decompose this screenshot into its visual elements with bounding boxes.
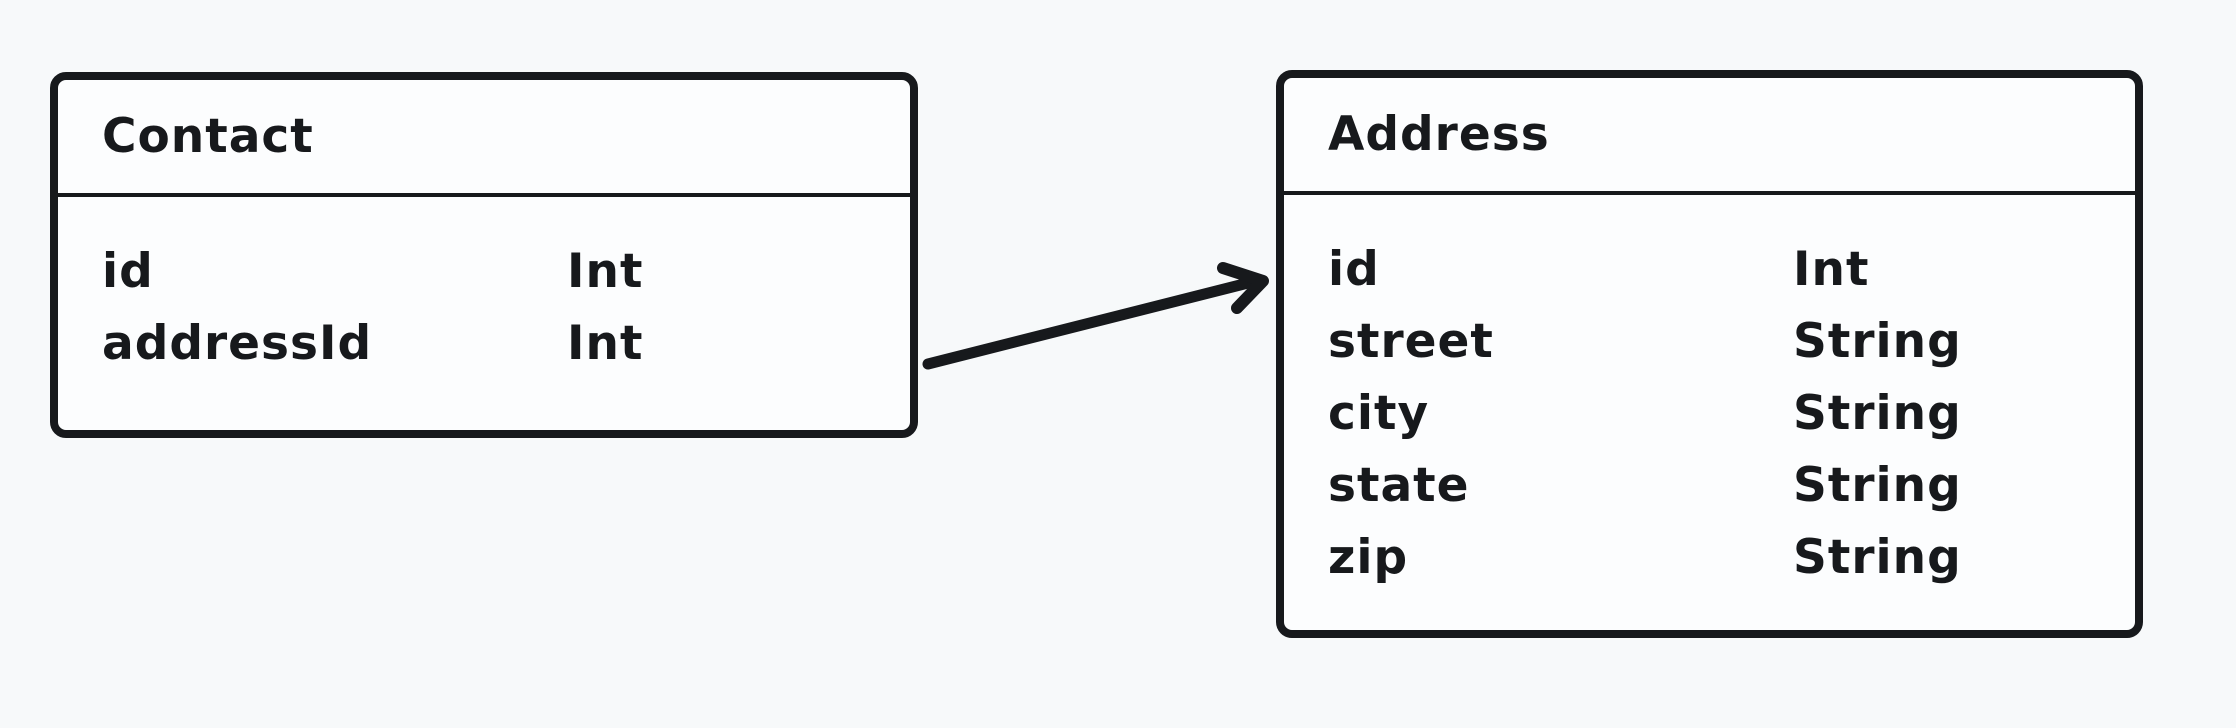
field-type: String <box>1793 385 1962 441</box>
field-name: state <box>1328 457 1470 513</box>
field-type: Int <box>1793 241 1870 297</box>
entity-header-address: Address <box>1284 78 2135 195</box>
field-row: addressId Int <box>102 307 866 379</box>
field-row: id Int <box>102 235 866 307</box>
arrow-line <box>922 277 1254 370</box>
field-type: String <box>1793 457 1962 513</box>
entity-title-contact: Contact <box>102 109 314 164</box>
entity-fields-address: id Int street String city String state S… <box>1284 195 2135 593</box>
field-type: Int <box>567 315 644 371</box>
entity-fields-contact: id Int addressId Int <box>58 197 910 379</box>
field-row: city String <box>1328 377 2091 449</box>
entity-box-contact[interactable]: Contact id Int addressId Int <box>50 72 918 438</box>
field-type: String <box>1793 529 1962 585</box>
field-row: zip String <box>1328 521 2091 593</box>
entity-header-contact: Contact <box>58 80 910 197</box>
entity-title-address: Address <box>1328 107 1550 162</box>
field-name: id <box>102 243 154 299</box>
field-name: street <box>1328 313 1494 369</box>
field-name: addressId <box>102 315 373 371</box>
field-row: state String <box>1328 449 2091 521</box>
field-name: id <box>1328 241 1380 297</box>
field-type: String <box>1793 313 1962 369</box>
field-row: id Int <box>1328 233 2091 305</box>
field-row: street String <box>1328 305 2091 377</box>
arrow-head-icon <box>1217 262 1269 314</box>
entity-box-address[interactable]: Address id Int street String city String… <box>1276 70 2143 638</box>
field-type: Int <box>567 243 644 299</box>
field-name: city <box>1328 385 1430 441</box>
field-name: zip <box>1328 529 1409 585</box>
